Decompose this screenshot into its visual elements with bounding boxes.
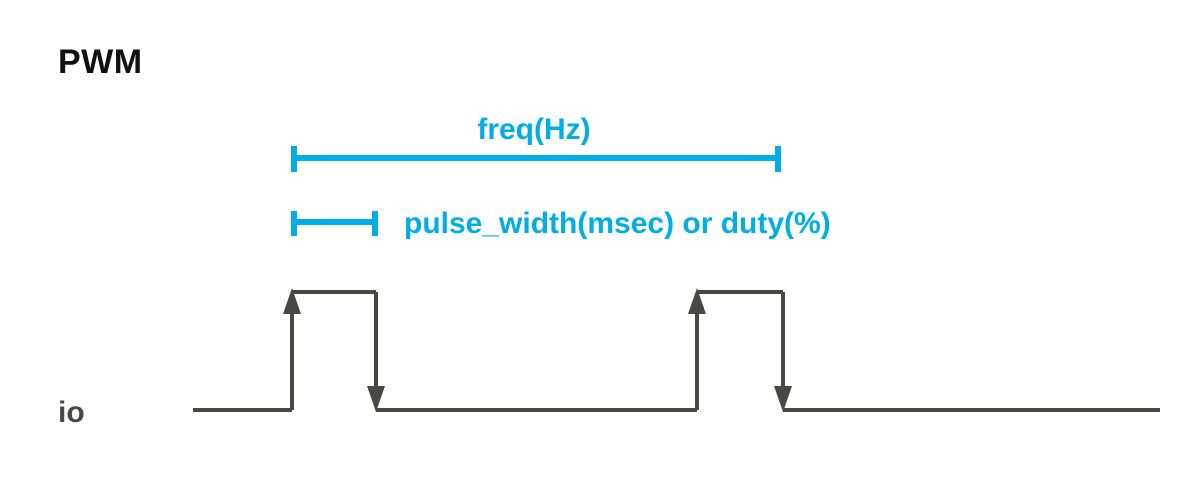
- falling-arrowhead-2: [774, 386, 792, 412]
- falling-arrowhead-1: [367, 386, 385, 412]
- signal-label-io: io: [58, 396, 85, 429]
- page-title: PWM: [58, 43, 143, 81]
- freq-dimension-group: freq(Hz): [291, 113, 781, 172]
- rising-arrowhead-2: [688, 288, 706, 314]
- rising-arrowhead-1: [283, 288, 301, 314]
- freq-label: freq(Hz): [477, 113, 590, 146]
- pulse-width-label: pulse_width(msec) or duty(%): [404, 207, 831, 240]
- pulse-width-dimension-group: pulse_width(msec) or duty(%): [291, 207, 831, 240]
- io-waveform-group: [193, 288, 1160, 412]
